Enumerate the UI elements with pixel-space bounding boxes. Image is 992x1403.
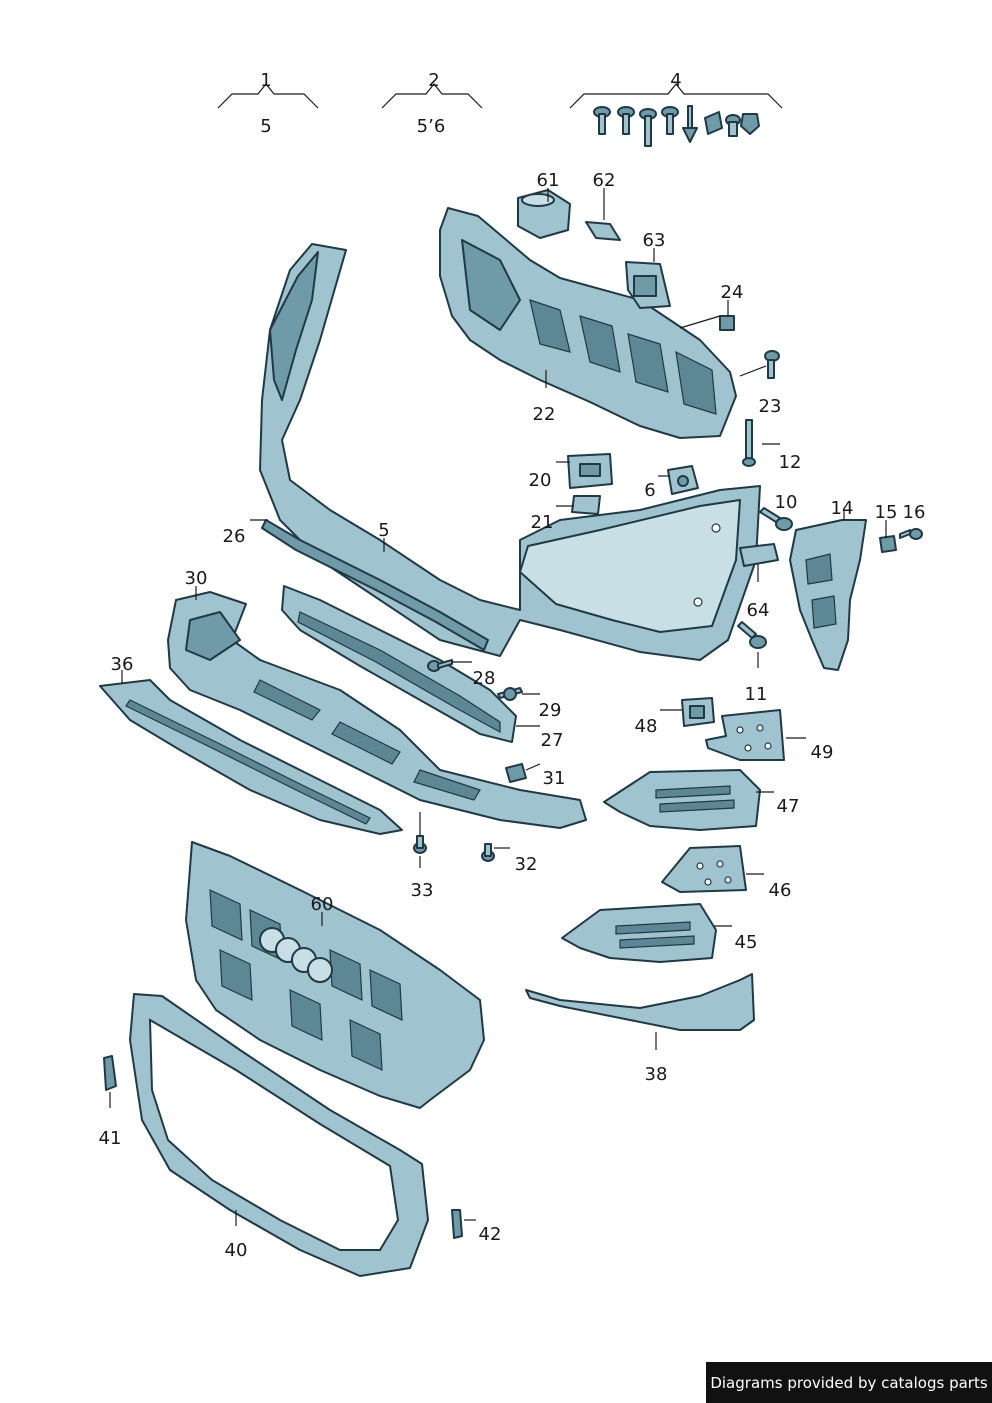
part-10-screw xyxy=(759,507,793,531)
label-29: 29 xyxy=(539,700,562,721)
part-46-bracket xyxy=(661,845,747,893)
part-47-fog-grille xyxy=(603,769,761,831)
part-20-bracket xyxy=(567,453,613,489)
part-15-nut xyxy=(879,535,897,553)
label-40: 40 xyxy=(225,1240,248,1261)
part-49-bracket xyxy=(705,709,785,761)
group-label-4: 4 xyxy=(670,70,681,91)
group-bracket-1: 1 5 xyxy=(217,70,319,137)
label-63: 63 xyxy=(643,230,666,251)
label-22: 22 xyxy=(533,404,556,425)
part-12-rivet xyxy=(742,419,756,467)
part-48-bracket xyxy=(681,697,715,727)
label-38: 38 xyxy=(645,1064,668,1085)
part-21-pad xyxy=(571,495,601,515)
label-27: 27 xyxy=(541,730,564,751)
label-16: 16 xyxy=(903,502,926,523)
label-41: 41 xyxy=(99,1128,122,1149)
part-24-nut xyxy=(719,315,735,331)
part-28-screw xyxy=(427,659,453,672)
label-47: 47 xyxy=(777,796,800,817)
label-64: 64 xyxy=(747,600,770,621)
part-30-lower-carrier xyxy=(167,591,587,829)
label-5: 5 xyxy=(378,520,389,541)
part-29-clip xyxy=(497,687,523,701)
group-label-2-sub: 5’6 xyxy=(417,116,446,137)
label-26: 26 xyxy=(223,526,246,547)
label-10: 10 xyxy=(775,492,798,513)
part-60-main-grille xyxy=(185,841,485,1109)
leader-lines xyxy=(109,188,887,1226)
label-20: 20 xyxy=(529,470,552,491)
part-16-screw xyxy=(899,528,923,540)
part-26-trim-strip xyxy=(261,519,489,651)
label-28: 28 xyxy=(473,668,496,689)
part-33-screw xyxy=(413,835,427,854)
group-label-1-sub: 5 xyxy=(260,116,271,137)
part-32-screw xyxy=(481,843,495,862)
part-14-side-bracket xyxy=(789,519,867,671)
part-42-clip xyxy=(451,1209,463,1239)
group-bracket-2: 2 5’6 xyxy=(381,70,483,137)
credit-badge: Diagrams provided by catalogs parts xyxy=(706,1362,992,1403)
group-bracket-4: 4 xyxy=(569,70,783,109)
label-12: 12 xyxy=(779,452,802,473)
part-45-fog-grille xyxy=(561,903,717,963)
label-48: 48 xyxy=(635,716,658,737)
part-27-lower-grille xyxy=(281,585,517,743)
label-11: 11 xyxy=(745,684,768,705)
part-5-bumper-cover xyxy=(259,243,761,661)
label-46: 46 xyxy=(769,880,792,901)
part-61-sensor xyxy=(517,189,571,239)
part-41-clip xyxy=(103,1055,117,1091)
label-45: 45 xyxy=(735,932,758,953)
label-61: 61 xyxy=(537,170,560,191)
part-11-screw xyxy=(737,621,767,649)
label-6: 6 xyxy=(644,480,655,501)
part-64-module xyxy=(739,543,779,567)
label-49: 49 xyxy=(811,742,834,763)
part-62-clip xyxy=(585,221,621,241)
part-36-spoiler xyxy=(99,679,403,835)
label-60: 60 xyxy=(311,894,334,915)
part-23-screw xyxy=(764,350,780,379)
part-40-grille-frame xyxy=(129,993,429,1277)
label-33: 33 xyxy=(411,880,434,901)
credit-text: Diagrams provided by catalogs parts xyxy=(710,1373,988,1392)
part-6-socket xyxy=(667,465,699,495)
part-63-sensor xyxy=(625,261,671,309)
part-labels: 61 62 63 24 22 23 12 20 6 10 14 15 16 21… xyxy=(99,170,926,1261)
part-31-nut xyxy=(505,763,527,783)
label-42: 42 xyxy=(479,1224,502,1245)
label-32: 32 xyxy=(515,854,538,875)
label-36: 36 xyxy=(111,654,134,675)
label-31: 31 xyxy=(543,768,566,789)
label-15: 15 xyxy=(875,502,898,523)
label-21: 21 xyxy=(531,512,554,533)
label-24: 24 xyxy=(721,282,744,303)
fastener-set-4 xyxy=(593,105,760,147)
label-30: 30 xyxy=(185,568,208,589)
group-label-1: 1 xyxy=(260,70,271,91)
group-label-2: 2 xyxy=(428,70,439,91)
label-14: 14 xyxy=(831,498,854,519)
part-38-trim xyxy=(525,973,755,1031)
label-23: 23 xyxy=(759,396,782,417)
label-62: 62 xyxy=(593,170,616,191)
part-22-carrier xyxy=(439,207,737,439)
